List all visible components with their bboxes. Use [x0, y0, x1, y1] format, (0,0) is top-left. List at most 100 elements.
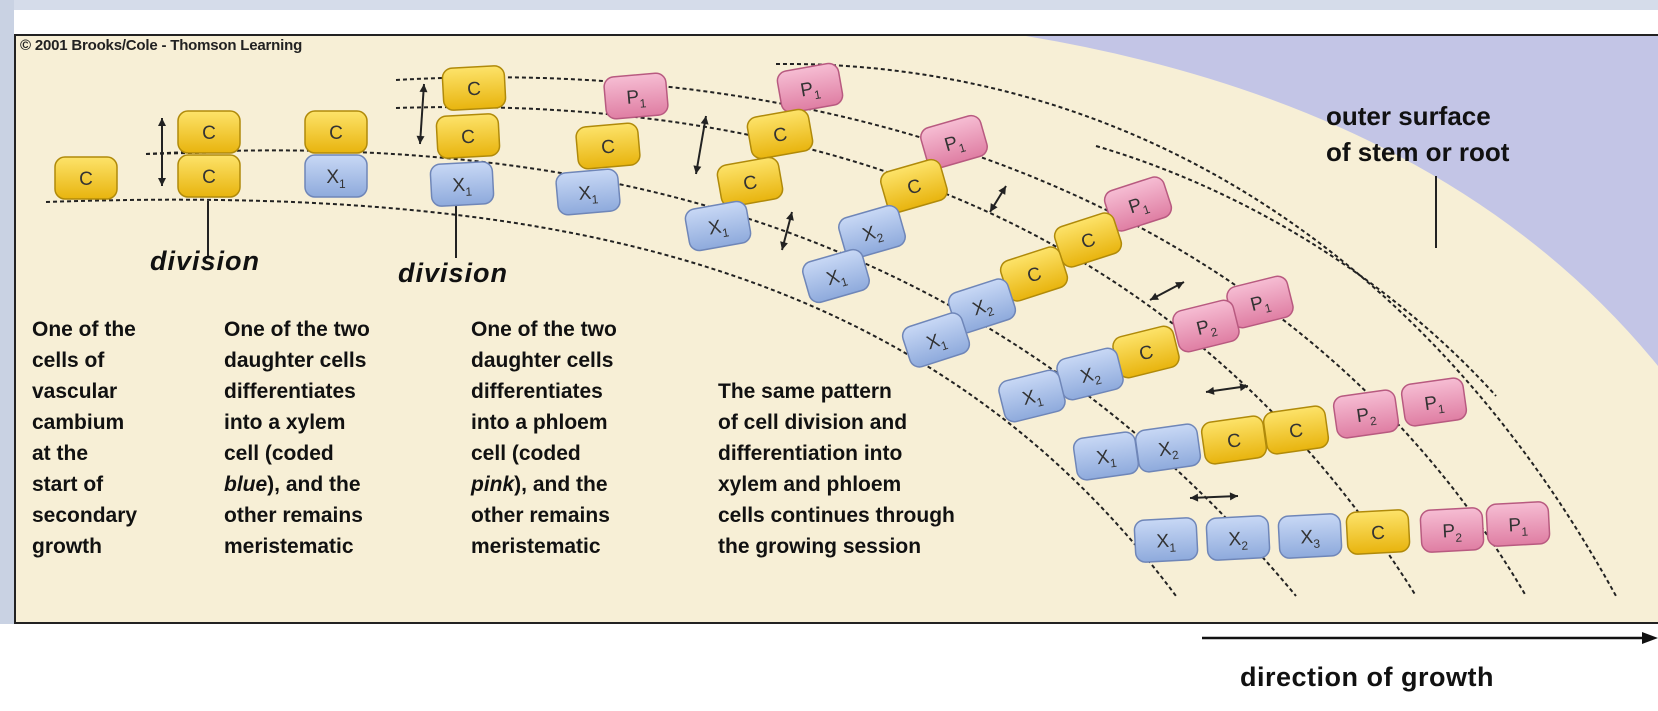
cell: X2 [1056, 347, 1124, 401]
cell-body [920, 114, 988, 170]
division-arrow [1189, 492, 1239, 502]
caption-line: meristematic [224, 535, 354, 558]
top-frame-border [0, 0, 1658, 10]
left-frame-border [0, 0, 14, 706]
cell: X1 [304, 154, 368, 198]
cell-label: C [1226, 430, 1243, 453]
cell: P1 [1226, 275, 1294, 329]
cell: P2 [1172, 299, 1240, 353]
cell-label: C [202, 123, 216, 144]
cell: C [1262, 405, 1330, 455]
cell-label: C [905, 175, 924, 199]
cell-body [901, 312, 971, 368]
caption-line: of cell division and [718, 411, 908, 434]
caption-line: differentiates [471, 380, 603, 403]
division-arrow [780, 211, 794, 251]
division-label-2: division [398, 258, 509, 288]
cell: X1 [555, 168, 621, 216]
caption-line-emphasis: blue), and the [224, 469, 370, 500]
division-arrow [989, 185, 1007, 213]
row-boundary-curve [145, 149, 1297, 597]
caption-line: into a xylem [224, 411, 346, 434]
caption-line: One of the [32, 318, 136, 341]
emphasis-suffix: ), and the [267, 473, 361, 496]
cell-label: C [1288, 420, 1305, 443]
cell: C [1053, 212, 1123, 268]
cell: X1 [1133, 517, 1199, 563]
cell: C [880, 158, 948, 214]
cell: C [441, 65, 507, 111]
emphasis-word: blue [224, 473, 268, 496]
cell-body [684, 200, 752, 252]
cell: C [1200, 415, 1268, 465]
caption-line-emphasis: pink), and the [471, 469, 617, 500]
caption-line: other remains [471, 504, 610, 527]
caption-line: the growing session [718, 535, 922, 558]
cell-body [304, 154, 368, 198]
cell: X2 [1134, 423, 1202, 473]
caption-line: at the [32, 442, 89, 465]
cell-body [435, 113, 501, 159]
caption-line: cells continues through [718, 504, 955, 527]
caption-line: meristematic [471, 535, 601, 558]
caption-column-4: The same pattern of cell division and di… [718, 376, 955, 562]
cell-body [746, 108, 814, 160]
cell: X1 [1072, 431, 1140, 481]
emphasis-word: pink [471, 473, 515, 496]
row-boundary-curve [45, 198, 1177, 597]
emphasis-suffix: ), and the [514, 473, 608, 496]
cell: C [304, 110, 368, 154]
cell-body [1072, 431, 1140, 481]
copyright-notice: © 2001 Brooks/Cole - Thomson Learning [20, 37, 303, 54]
cell-label: C [1025, 263, 1045, 287]
cell-body [1400, 377, 1468, 427]
cell: X3 [1277, 513, 1343, 559]
cell-body [880, 158, 948, 214]
cell: C [575, 122, 641, 170]
cell: X1 [684, 200, 752, 252]
cell-label: C [79, 169, 93, 190]
cell-body [1133, 517, 1199, 563]
caption-line: The same pattern [718, 380, 892, 403]
caption-line: cambium [32, 411, 125, 434]
cell-body [776, 62, 844, 114]
caption-line: cell (coded [471, 442, 581, 465]
cell-body [1345, 509, 1411, 555]
cell-body [555, 168, 621, 216]
division-arrow [416, 83, 428, 145]
cell: C [54, 156, 118, 200]
cell: C [435, 113, 501, 159]
cell-body [838, 204, 906, 260]
division-arrow [1205, 383, 1249, 395]
cell-body [441, 65, 507, 111]
cell-body [1053, 212, 1123, 268]
division-label-1: division [150, 246, 261, 276]
cell-body [177, 154, 241, 198]
caption-line: growth [32, 535, 102, 558]
cell-label: C [329, 123, 343, 144]
cell: C [1345, 509, 1411, 555]
caption-line: start of [32, 473, 104, 496]
cell-body [177, 110, 241, 154]
cell: P1 [920, 114, 988, 170]
division-arrow [158, 118, 166, 186]
cell: X1 [802, 248, 870, 304]
growth-arrow-head [1642, 632, 1658, 644]
cell-body [1485, 501, 1551, 547]
cell-label: C [772, 124, 789, 147]
caption-column-3: One of the two daughter cells differenti… [471, 314, 617, 562]
caption-line: One of the two [471, 318, 617, 341]
cell: X1 [998, 369, 1066, 423]
row-boundary-curve [1095, 145, 1497, 397]
division-arrows [158, 83, 1249, 502]
cell-body [429, 161, 495, 207]
cell-label: C [1137, 342, 1155, 366]
row-boundary-curve [775, 62, 1617, 597]
cell-body [1172, 299, 1240, 353]
caption-line: differentiation into [718, 442, 903, 465]
outer-surface-line: of stem or root [1326, 137, 1510, 167]
caption-column-2: One of the two daughter cells differenti… [224, 314, 370, 562]
cell: C [177, 110, 241, 154]
outer-surface-label: outer surface of stem or root [1326, 98, 1509, 170]
cell-label: C [742, 172, 759, 195]
